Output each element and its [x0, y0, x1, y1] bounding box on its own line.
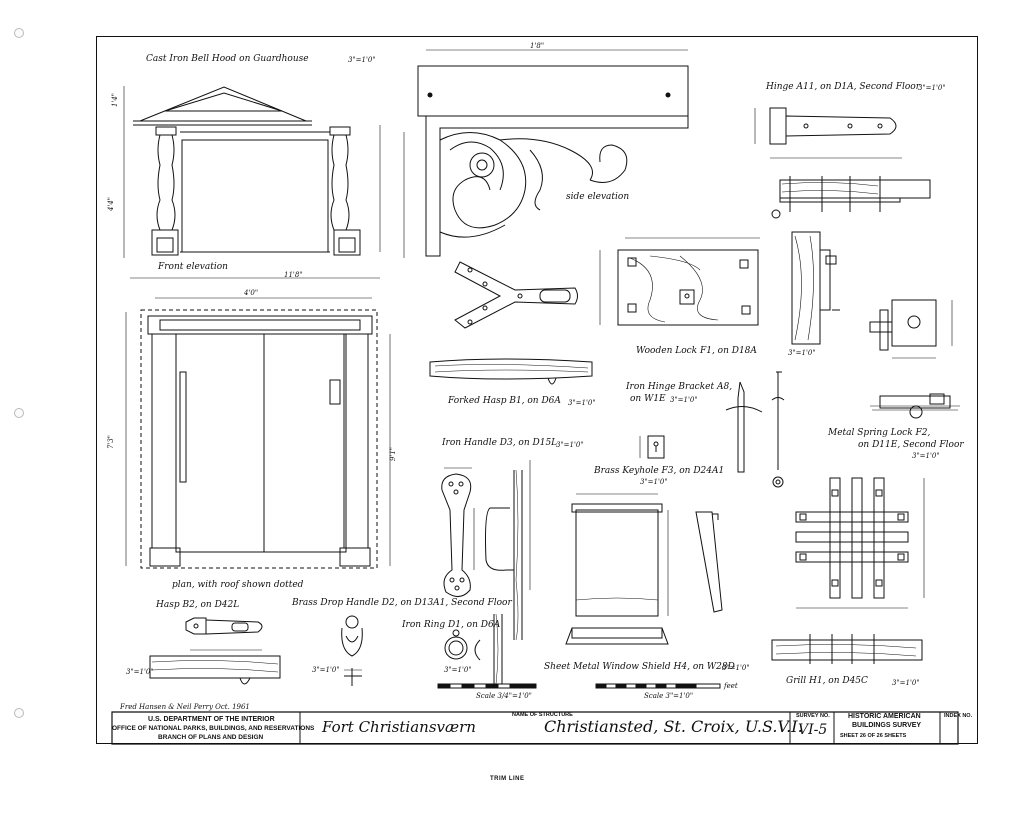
wooden-lock-label: Wooden Lock F1, on D18A — [636, 346, 757, 356]
metal-spring-lock-label: Metal Spring Lock F2, — [828, 428, 931, 438]
sheet-metal-shield-h4 — [566, 494, 722, 644]
bell-hood-title: Cast Iron Bell Hood on Guardhouse — [146, 54, 309, 64]
brass-drop-handle-d2 — [342, 616, 363, 686]
metal-spring-lock-scale: 3"=1'0" — [912, 452, 940, 460]
scale-bar-2-label: Scale 3"=1'0" — [644, 692, 694, 700]
scale-bar-2 — [596, 684, 720, 688]
dim-label: 4'0" — [244, 289, 259, 297]
grill-scale: 3"=1'0" — [892, 679, 920, 687]
habs-line-2: BUILDINGS SURVEY — [852, 722, 922, 729]
iron-ring-d1 — [445, 614, 502, 684]
iron-hinge-bracket-label: Iron Hinge Bracket A8, — [626, 382, 733, 392]
drawn-by: Fred Hansen & Neil Perry Oct. 1961 — [120, 703, 250, 711]
metal-spring-lock-f2 — [870, 300, 960, 418]
plan-note-label: plan, with roof shown dotted — [172, 580, 304, 590]
hasp-b2 — [150, 618, 280, 684]
sheet-metal-shield-label: Sheet Metal Window Shield H4, on W28D — [544, 662, 735, 672]
title-block-frame — [112, 712, 958, 744]
brass-drop-handle-label: Brass Drop Handle D2, on D13A1, Second F… — [292, 598, 512, 608]
name-of-structure-label: NAME OF STRUCTURE — [512, 712, 573, 718]
iron-handle-label: Iron Handle D3, on D15L — [442, 438, 558, 448]
metal-spring-lock-label-2: on D11E, Second Floor — [858, 440, 964, 450]
iron-ring-label: Iron Ring D1, on D6A — [402, 620, 501, 630]
bell-hood-front-elevation — [124, 86, 380, 278]
brass-keyhole-f3 — [640, 436, 664, 458]
index-no-label: INDEX NO. — [944, 713, 973, 719]
hinge-a11 — [755, 108, 930, 218]
bell-hood-plan — [126, 298, 390, 568]
scale-bar-1 — [438, 684, 536, 688]
iron-hinge-bracket-scale: 3"=1'0" — [670, 396, 698, 404]
grill-h1 — [772, 478, 924, 664]
dim-label: 1'8" — [530, 42, 545, 50]
grill-label: Grill H1, on D45C — [786, 676, 868, 686]
front-elevation-label: Front elevation — [158, 262, 228, 272]
location: Christiansted, St. Croix, U.S.V.I. — [544, 717, 803, 736]
iron-handle-d3 — [442, 460, 530, 640]
sheet-number: SHEET 26 OF 26 SHEETS — [840, 733, 907, 739]
dim-label: 1'4" — [111, 92, 120, 108]
sheet-metal-shield-scale: 3"=1'0" — [722, 664, 750, 672]
brass-keyhole-label: Brass Keyhole F3, on D24A1 — [594, 466, 725, 476]
iron-hinge-bracket-a8 — [726, 372, 784, 487]
trim-line-label: TRIM LINE — [490, 776, 525, 782]
feet-label: feet — [724, 682, 738, 690]
structure-name: Fort Christiansværn — [322, 718, 476, 736]
iron-ring-scale: 3"=1'0" — [444, 666, 472, 674]
binder-hole-middle — [14, 408, 24, 418]
hinge-a11-label: Hinge A11, on D1A, Second Floor — [766, 82, 921, 92]
dept-line-2: OFFICE OF NATIONAL PARKS, BUILDINGS, AND… — [112, 725, 315, 732]
bracket-side-elevation — [404, 50, 688, 258]
wooden-lock-scale: 3"=1'0" — [788, 349, 816, 357]
dim-label: 7'3" — [107, 434, 116, 450]
survey-no-label: SURVEY NO. — [796, 713, 830, 719]
hinge-a11-scale: 3"=1'0" — [918, 84, 946, 92]
bell-hood-scale: 3"=1'0" — [348, 56, 376, 64]
forked-hasp-scale: 3"=1'0" — [568, 399, 596, 407]
dim-label: 11'8" — [284, 271, 303, 279]
survey-no: VI-5 — [798, 722, 828, 738]
brass-keyhole-scale: 3"=1'0" — [640, 478, 668, 486]
brass-drop-handle-scale: 3"=1'0" — [312, 666, 340, 674]
iron-handle-scale: 3"=1'0" — [556, 441, 584, 449]
dim-label: 4'4" — [107, 196, 116, 212]
dim-label: 9'1" — [389, 446, 398, 462]
forked-hasp-b1 — [430, 262, 592, 384]
iron-hinge-bracket-label-2: on W1E — [630, 394, 666, 404]
hasp-b2-label: Hasp B2, on D42L — [156, 600, 240, 610]
side-elevation-label: side elevation — [566, 192, 630, 202]
binder-hole-top — [14, 28, 24, 38]
binder-hole-bottom — [14, 708, 24, 718]
forked-hasp-label: Forked Hasp B1, on D6A — [448, 396, 561, 406]
habs-line-1: HISTORIC AMERICAN — [848, 713, 921, 720]
dept-line-1: U.S. DEPARTMENT OF THE INTERIOR — [148, 716, 275, 723]
scale-bar-1-label: Scale 3/4"=1'0" — [476, 692, 532, 700]
hasp-b2-scale: 3"=1'0" — [126, 668, 154, 676]
wooden-lock-f1 — [600, 232, 840, 344]
dept-line-3: BRANCH OF PLANS AND DESIGN — [158, 734, 264, 741]
